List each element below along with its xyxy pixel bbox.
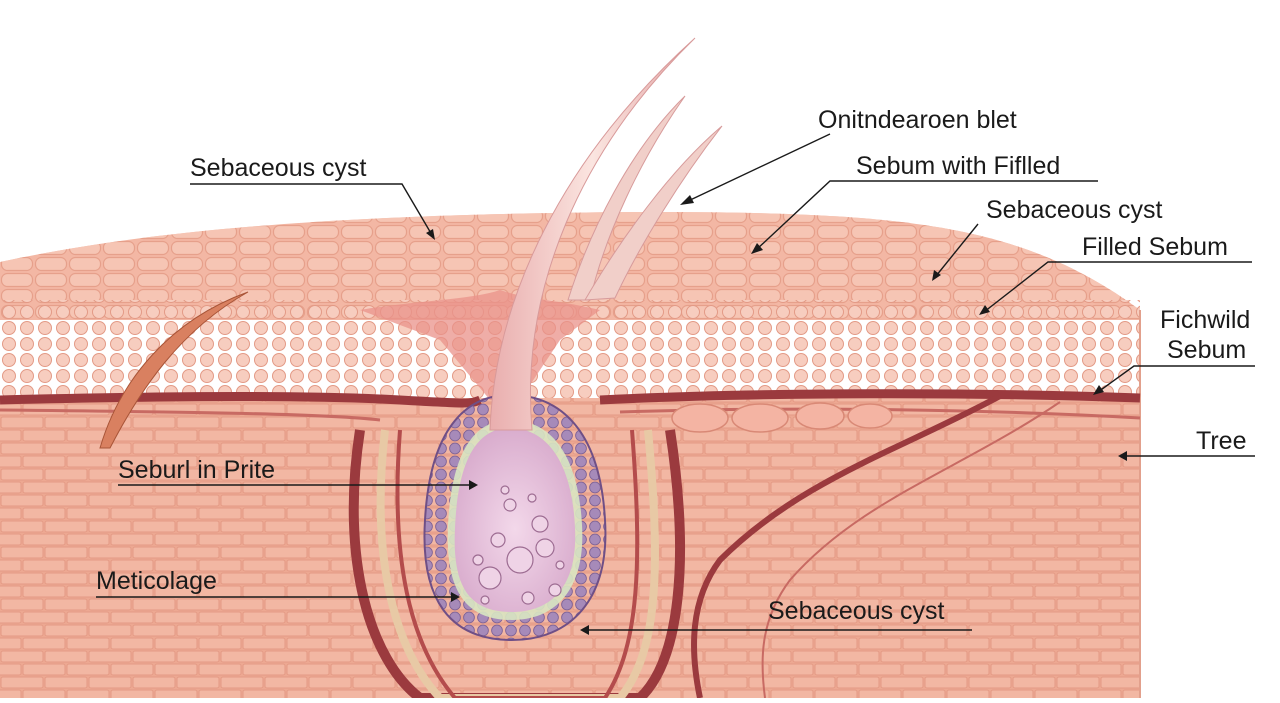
label-text: Fichwild: [1160, 306, 1250, 334]
label-text: Meticolage: [96, 567, 217, 595]
label-text: Sebum with Fiflled: [856, 152, 1060, 180]
label-text: Onitndearoen blet: [818, 106, 1017, 134]
label-text: Sebaceous cyst: [768, 597, 945, 625]
label-text: Tree: [1196, 427, 1246, 455]
label-text: Sebaceous cyst: [986, 196, 1163, 224]
label-text: Filled Sebum: [1082, 233, 1228, 261]
label-text: Sebaceous cyst: [190, 154, 367, 182]
label-text: Seburl in Prite: [118, 456, 275, 484]
label-text: Sebum: [1167, 336, 1246, 364]
